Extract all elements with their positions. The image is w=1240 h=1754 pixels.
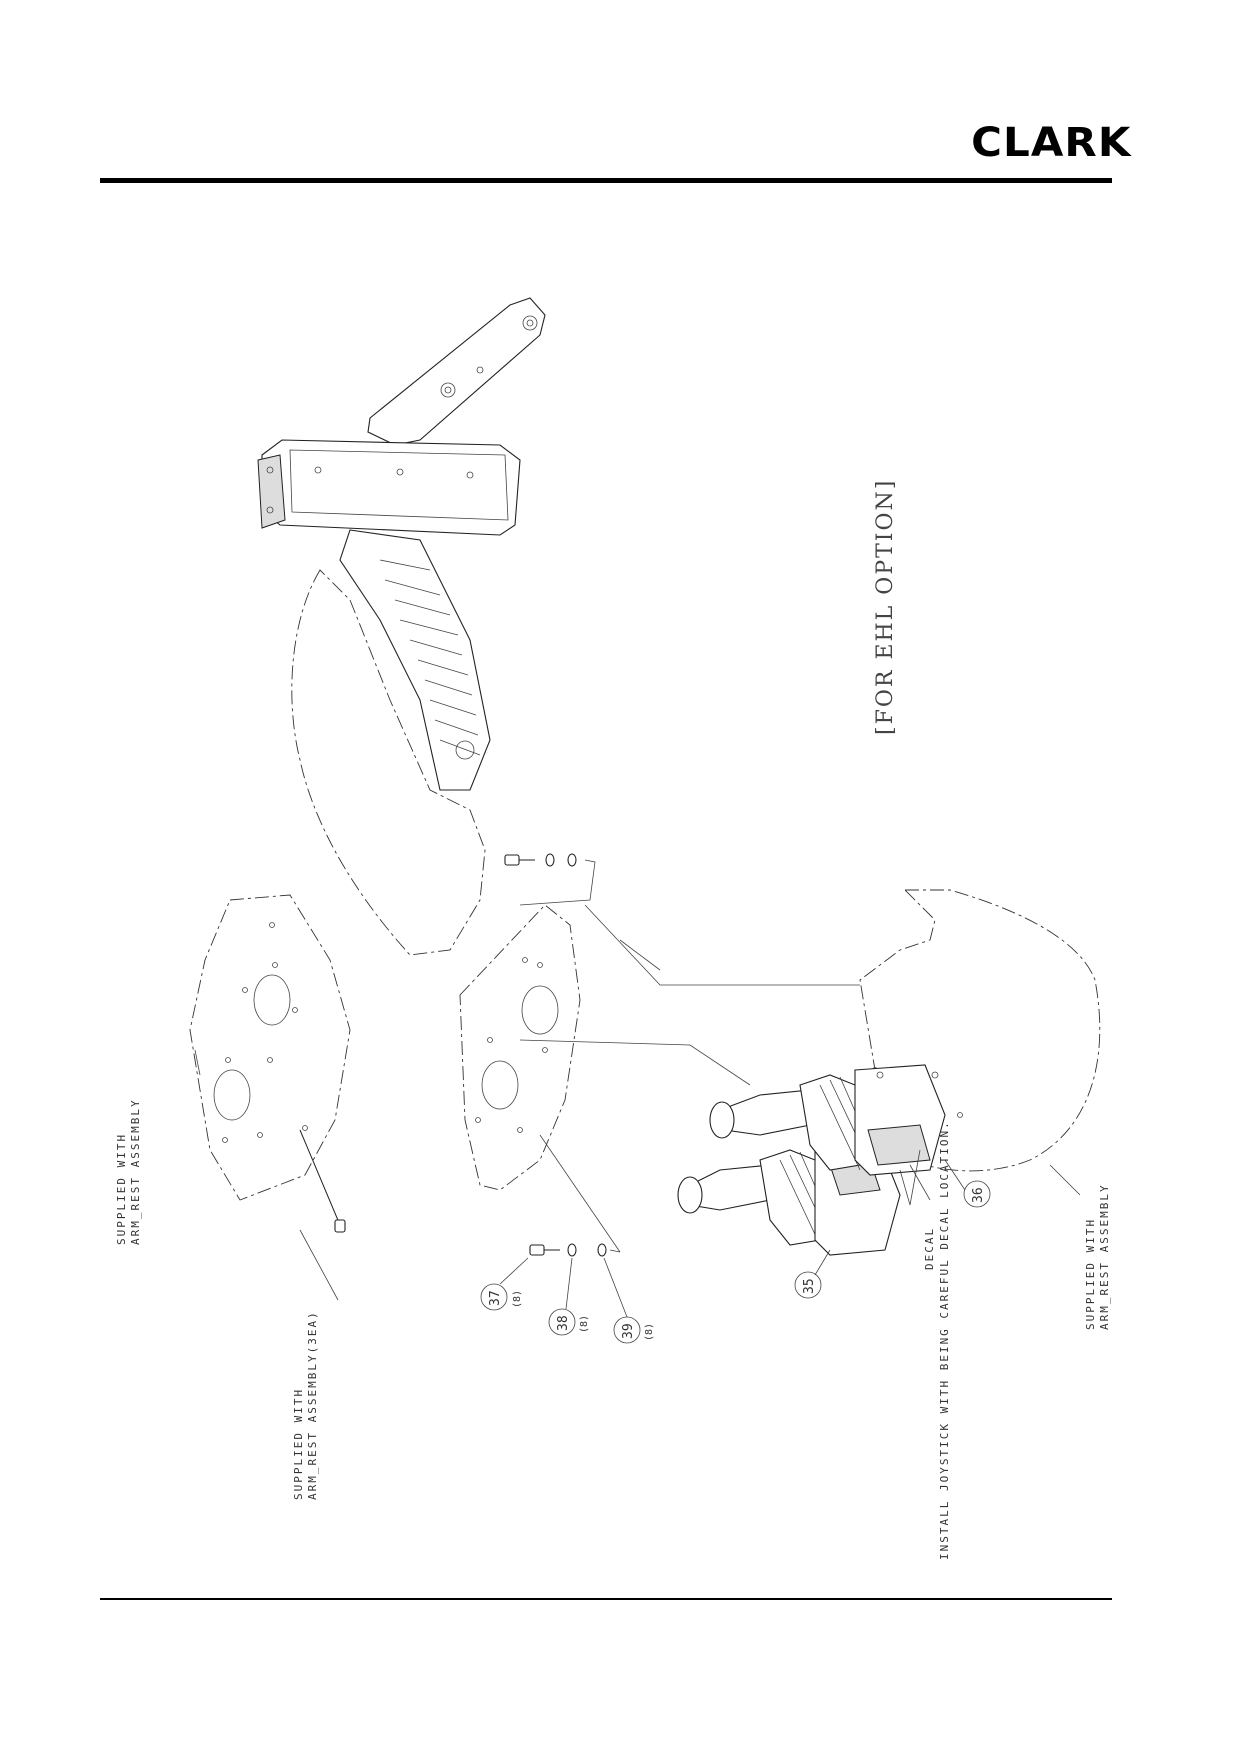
clark-logo: CLARK bbox=[971, 120, 1132, 166]
callout-39-number: 39 bbox=[621, 1323, 636, 1339]
supplied-screws-line2: ARM_REST ASSEMBLY(3EA) bbox=[306, 1310, 319, 1500]
leader-lines bbox=[194, 904, 1081, 1276]
header-rule bbox=[100, 178, 1112, 183]
supplied-right-cover-line1: SUPPLIED WITH bbox=[1084, 1218, 1097, 1330]
left-screws bbox=[299, 1129, 346, 1301]
lower-hardware bbox=[529, 1134, 621, 1257]
armrest-pad bbox=[257, 439, 521, 536]
supplied-left-plate-line1: SUPPLIED WITH bbox=[115, 1133, 128, 1245]
callout-37: 37 (8) bbox=[480, 1257, 529, 1311]
callout-37-qty: (8) bbox=[512, 1290, 523, 1308]
callout-38: 38 (8) bbox=[548, 1257, 590, 1336]
callout-36: 36 bbox=[963, 1180, 991, 1208]
upper-hardware bbox=[504, 853, 596, 906]
callout-38-qty: (8) bbox=[579, 1315, 590, 1333]
install-note: INSTALL JOYSTICK WITH BEING CAREFUL DECA… bbox=[938, 1120, 951, 1560]
footer-rule bbox=[100, 1598, 1112, 1600]
callout-39: 39 (8) bbox=[603, 1257, 655, 1344]
supplied-left-plate-line2: ARM_REST ASSEMBLY bbox=[129, 1098, 142, 1245]
supplied-screws-line1: SUPPLIED WITH bbox=[292, 1388, 305, 1500]
side-cover bbox=[291, 569, 486, 956]
callout-36-number: 36 bbox=[971, 1187, 986, 1203]
callout-35-number: 35 bbox=[802, 1278, 817, 1294]
mounting-bracket-arm bbox=[367, 297, 546, 446]
joystick-36 bbox=[709, 1064, 946, 1176]
option-note: [FOR EHL OPTION] bbox=[873, 479, 898, 735]
armrest-column bbox=[339, 529, 491, 791]
callout-38-number: 38 bbox=[556, 1315, 571, 1331]
callout-35: 35 bbox=[794, 1271, 822, 1299]
joystick-mounting-plate bbox=[459, 904, 581, 1191]
callout-39-qty: (8) bbox=[644, 1323, 655, 1341]
decal-label: DECAL bbox=[923, 1227, 936, 1270]
callout-37-number: 37 bbox=[488, 1290, 503, 1306]
supplied-right-cover-line2: ARM_REST ASSEMBLY bbox=[1098, 1183, 1111, 1330]
left-mounting-plate bbox=[189, 894, 351, 1201]
